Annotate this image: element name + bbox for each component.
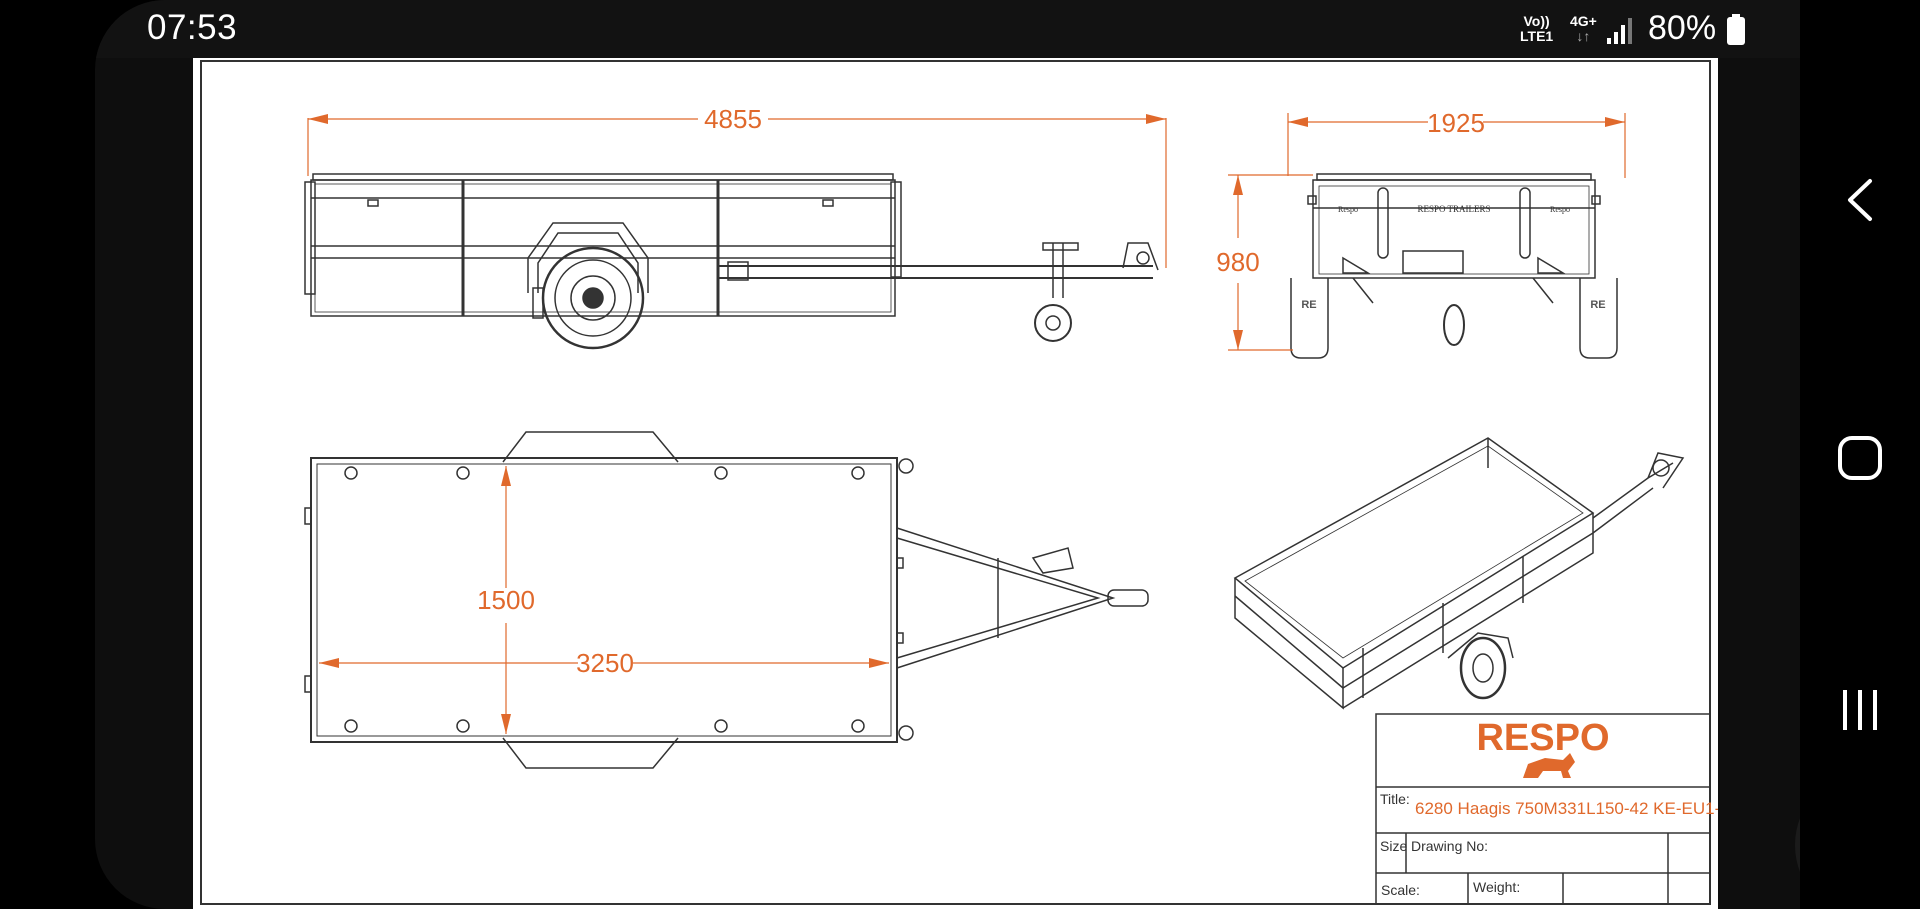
dim-inner-length-line xyxy=(319,658,889,668)
volte-top: Vo)) xyxy=(1523,13,1550,29)
drawing-no-label: Drawing No: xyxy=(1411,838,1488,854)
battery-percent: 80% xyxy=(1648,9,1717,47)
navigation-bar xyxy=(1800,0,1920,909)
scale-label: Scale: xyxy=(1381,882,1420,898)
title-block xyxy=(1375,713,1711,905)
rear-view xyxy=(1290,173,1618,359)
scroll-up-button[interactable] xyxy=(1795,770,1800,909)
dim-width-line xyxy=(1287,113,1626,178)
side-badge-left: Respo xyxy=(1338,205,1358,214)
dim-height-line xyxy=(1228,174,1313,351)
isometric-view xyxy=(1233,437,1685,710)
network-indicator: 4G+ ↓↑ xyxy=(1570,14,1597,44)
technical-drawing: 4855 RESPO TRAILERS Respo Respo RE RE xyxy=(200,60,1718,905)
side-badge-right: Respo xyxy=(1550,205,1570,214)
volte-indicator: Vo)) LTE1 xyxy=(1520,14,1553,44)
dim-length: 4855 xyxy=(704,104,762,134)
rounded-square-icon xyxy=(1838,436,1882,480)
chevron-left-icon xyxy=(1848,179,1872,221)
volte-bottom: LTE1 xyxy=(1520,28,1554,44)
sheet-border xyxy=(200,60,1711,905)
signal-icon xyxy=(1607,18,1632,44)
side-view xyxy=(304,173,1159,350)
fender-mark-right: RE xyxy=(1590,299,1605,311)
title-value: 6280 Haagis 750M331L150-42 KE-EU1- xyxy=(1415,799,1718,818)
battery-icon xyxy=(1727,14,1745,45)
dim-inner-width: 1500 xyxy=(477,585,535,615)
dim-inner-width-line xyxy=(501,466,511,734)
dim-height: 980 xyxy=(1216,247,1259,277)
dim-inner-length: 3250 xyxy=(576,648,634,678)
dim-width: 1925 xyxy=(1427,108,1485,138)
home-button[interactable] xyxy=(1830,428,1890,488)
title-label: Title: xyxy=(1380,791,1410,807)
three-bars-icon xyxy=(1843,690,1877,730)
status-time: 07:53 xyxy=(147,8,238,47)
recents-button[interactable] xyxy=(1830,680,1890,740)
trailer-plate: RESPO TRAILERS xyxy=(1417,204,1490,214)
drawing-sheet: 4855 RESPO TRAILERS Respo Respo RE RE xyxy=(193,58,1718,909)
back-button[interactable] xyxy=(1830,170,1890,230)
brand-logo: RESPO xyxy=(1476,717,1609,759)
weight-label: Weight: xyxy=(1473,879,1520,895)
fender-mark-left: RE xyxy=(1301,299,1316,311)
data-arrows: ↓↑ xyxy=(1576,28,1591,44)
top-view xyxy=(304,431,1149,769)
network-type: 4G+ xyxy=(1570,13,1597,29)
brand-horse-icon xyxy=(1523,753,1575,778)
dim-length-line xyxy=(307,114,1167,268)
status-bar: 07:53 Vo)) LTE1 4G+ ↓↑ 80% xyxy=(95,0,1800,58)
size-label: Size xyxy=(1380,838,1407,854)
